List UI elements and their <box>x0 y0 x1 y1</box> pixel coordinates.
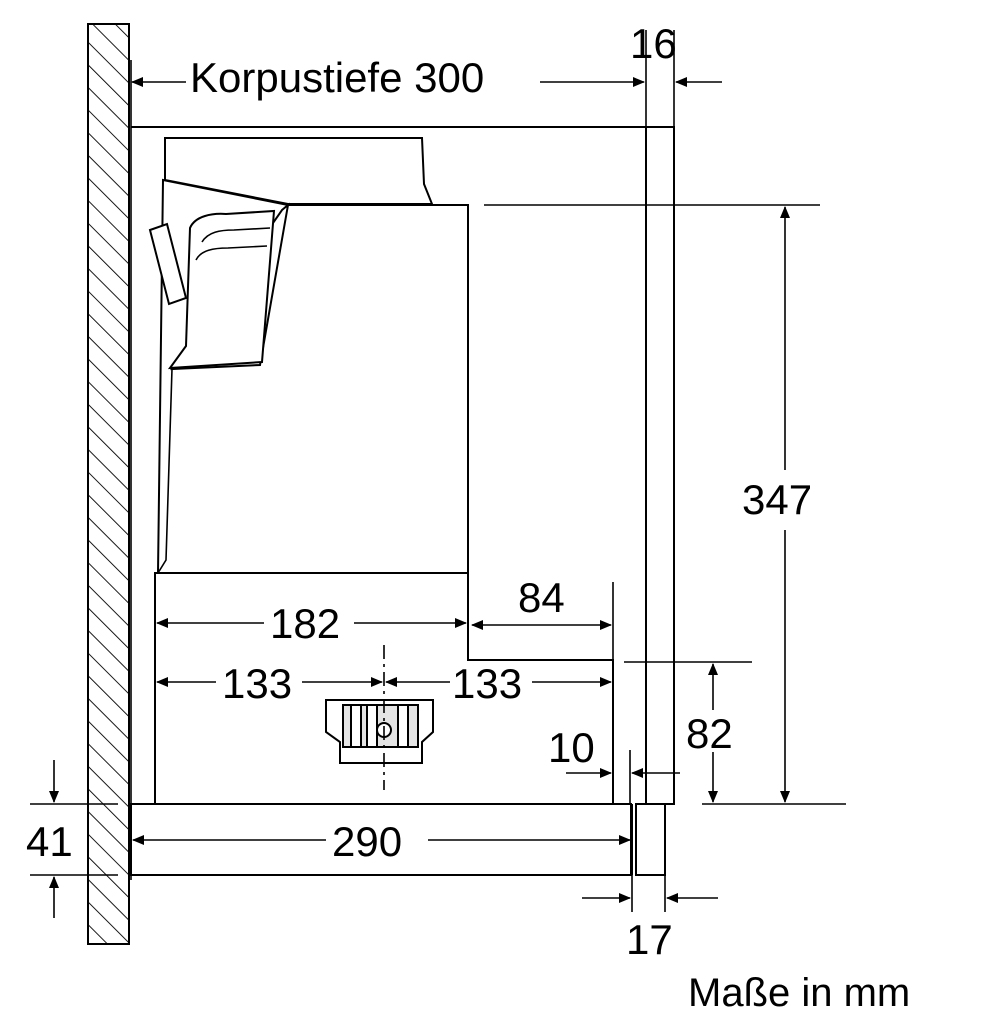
units-note: Maße in mm <box>688 971 910 1015</box>
dim-182-label: 182 <box>270 600 340 647</box>
dim-82-label: 82 <box>686 710 733 757</box>
dim-133-left-label: 133 <box>222 660 292 707</box>
wall-hatched <box>87 23 130 945</box>
dim-17-label: 17 <box>626 916 673 963</box>
dim-16-label: 16 <box>630 20 677 67</box>
dim-10-label: 10 <box>548 724 595 771</box>
connector-rib-3 <box>397 704 409 748</box>
housing-inner-edge <box>157 368 173 574</box>
dim-133-right-label: 133 <box>452 660 522 707</box>
dim-korpustiefe-label: Korpustiefe 300 <box>190 54 484 101</box>
dim-290-label: 290 <box>332 818 402 865</box>
grease-filter-tab <box>148 222 188 306</box>
front-panel <box>645 126 675 805</box>
dim-41-label: 41 <box>26 818 73 865</box>
front-lip <box>635 803 666 876</box>
filter-ridge-1 <box>201 227 271 243</box>
dim-347-label: 347 <box>742 476 812 523</box>
connector-rib-1 <box>350 704 362 748</box>
connector-rib-2 <box>366 704 378 748</box>
filter-cassette <box>167 209 276 370</box>
dim-84-label: 84 <box>518 574 565 621</box>
filter-ridge-2 <box>195 245 268 261</box>
